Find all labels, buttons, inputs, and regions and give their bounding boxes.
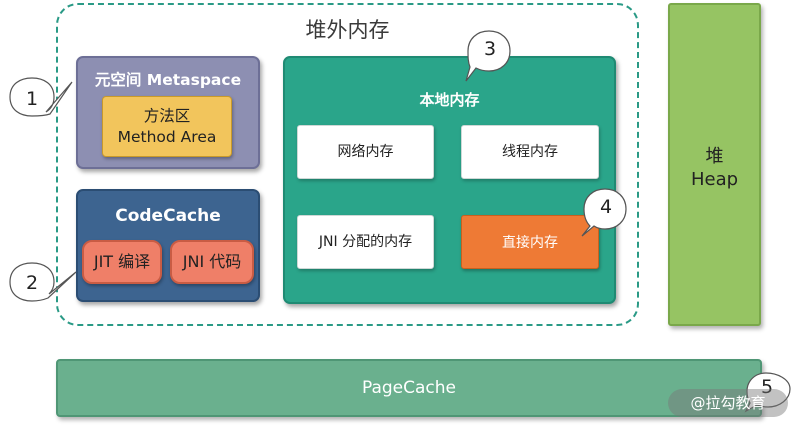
method-area-label-en: Method Area xyxy=(117,128,217,146)
thread-memory-box: 线程内存 xyxy=(461,125,599,179)
callout-1-number: 1 xyxy=(25,88,39,110)
metaspace-title: 元空间 Metaspace xyxy=(94,71,242,89)
direct-memory-box: 直接内存 xyxy=(461,215,599,269)
callout-4-bubble xyxy=(581,188,627,237)
network-memory-box: 网络内存 xyxy=(297,125,434,179)
pagecache-box: PageCache xyxy=(56,359,762,417)
callout-3-number: 3 xyxy=(483,38,497,60)
native-memory-title: 本地内存 xyxy=(419,91,480,109)
codecache-title: CodeCache xyxy=(115,206,221,226)
callout-3-bubble xyxy=(465,30,511,82)
callout-4-number: 4 xyxy=(599,196,613,218)
heap-label-cn: 堆 xyxy=(705,146,724,167)
off-heap-region xyxy=(56,3,639,326)
jni-allocated-memory-box: JNI 分配的内存 xyxy=(297,215,434,269)
callout-2-bubble xyxy=(9,262,77,302)
jni-code-box: JNI 代码 xyxy=(170,240,254,284)
method-area-box: 方法区 Method Area xyxy=(102,96,232,157)
callout-2-number: 2 xyxy=(25,272,39,294)
callout-5-number: 5 xyxy=(760,376,774,398)
callout-5-bubble xyxy=(744,372,791,413)
method-area-label-cn: 方法区 xyxy=(143,107,191,125)
callout-1-bubble xyxy=(9,77,73,117)
heap-label-en: Heap xyxy=(690,169,739,190)
jit-compile-box: JIT 编译 xyxy=(82,240,162,284)
heap-box: 堆 Heap xyxy=(668,3,761,326)
watermark-label: @拉勾教育 xyxy=(668,389,788,417)
off-heap-title: 堆外内存 xyxy=(305,18,390,42)
